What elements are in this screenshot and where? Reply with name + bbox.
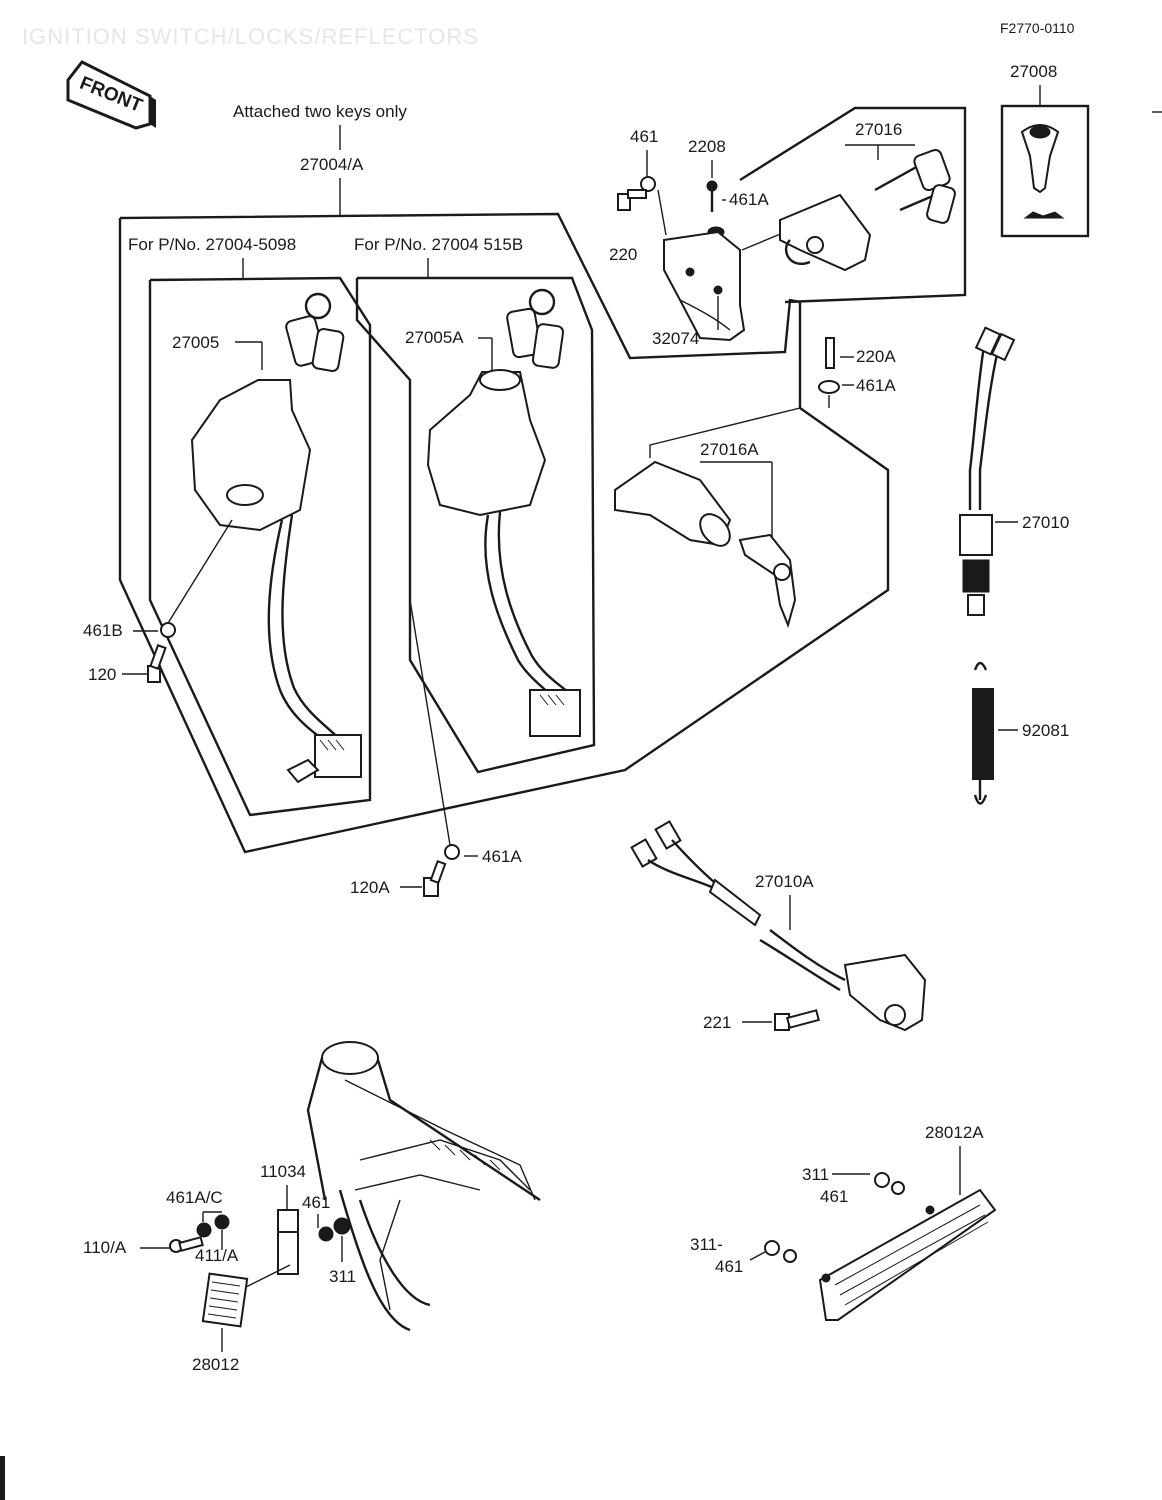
- diagram-code: F2770-0110: [1000, 20, 1075, 36]
- label-311-left: 311: [329, 1267, 356, 1286]
- label-311-r2: 311-: [690, 1235, 723, 1254]
- washer-icon: [214, 1214, 230, 1230]
- bolt-icon: [423, 859, 447, 897]
- spring-icon: [972, 661, 994, 805]
- washer-icon: [783, 1249, 797, 1263]
- reflector-icon: [201, 1272, 249, 1328]
- washer-icon: [318, 1226, 334, 1242]
- label-120A: 120A: [350, 878, 390, 897]
- label-32074: 32074: [652, 329, 699, 348]
- ignition-switch-27016A: [614, 460, 797, 629]
- note-for-515b: For P/No. 27004 515B: [354, 235, 523, 254]
- label-220: 220: [609, 245, 637, 264]
- label-461A-bottom: 461A: [482, 847, 522, 866]
- label-2208: 2208: [688, 137, 726, 156]
- label-120: 120: [88, 665, 116, 684]
- front-arrow-icon: FRONT: [66, 60, 156, 130]
- label-92081: 92081: [1022, 721, 1069, 740]
- note-attached-keys: Attached two keys only: [233, 102, 407, 121]
- label-27005: 27005: [172, 333, 219, 352]
- label-411A: 411/A: [195, 1246, 239, 1265]
- label-311-r1: 311: [802, 1165, 829, 1184]
- bolt-icon: [774, 1009, 821, 1031]
- label-27005A: 27005A: [405, 328, 464, 347]
- washer-icon: [160, 622, 176, 638]
- key-icon: [285, 292, 345, 373]
- switch-27010: [959, 326, 1016, 616]
- washer-icon: [874, 1172, 890, 1188]
- washer-icon: [818, 380, 840, 394]
- label-27010: 27010: [1022, 513, 1069, 532]
- label-461A-mid: 461A: [856, 376, 896, 395]
- label-27016: 27016: [855, 120, 902, 139]
- ignition-switch-27005: [190, 292, 362, 784]
- bolt-icon: [147, 644, 167, 683]
- ignition-switch-32074: [663, 230, 746, 342]
- label-27004A: 27004/A: [300, 155, 364, 174]
- key-box-27008: [1000, 104, 1090, 238]
- washer-icon: [891, 1181, 905, 1195]
- label-27008: 27008: [1010, 62, 1057, 81]
- label-461B: 461B: [83, 621, 123, 640]
- bolt-icon: [825, 337, 835, 369]
- frame-illustration: [306, 1041, 541, 1332]
- label-11034: 11034: [260, 1162, 306, 1181]
- label-220A: 220A: [856, 347, 896, 366]
- bolt-icon: [169, 1236, 204, 1253]
- washer-icon: [640, 176, 656, 192]
- label-461A-C: 461A/C: [166, 1188, 223, 1207]
- label-27016A: 27016A: [700, 440, 759, 459]
- reflector-icon: [818, 1188, 997, 1321]
- diagram-title: IGNITION SWITCH/LOCKS/REFLECTORS: [22, 24, 479, 49]
- washer-icon: [196, 1222, 212, 1238]
- label-461-r2: 461: [715, 1257, 743, 1276]
- ignition-switch-27016: [779, 193, 872, 272]
- ignition-switch-27005A: [426, 288, 581, 737]
- bolt-icon: [706, 180, 718, 212]
- switch-27010A: [630, 820, 927, 1032]
- label-461-r1: 461: [820, 1187, 848, 1206]
- washer-icon: [333, 1217, 351, 1235]
- note-for-5098: For P/No. 27004-5098: [128, 235, 296, 254]
- key-icon: [1020, 124, 1065, 219]
- washer-icon: [444, 844, 460, 860]
- label-110A: 110/A: [83, 1238, 127, 1257]
- label-461-top: 461: [630, 127, 658, 146]
- key-icon: [506, 288, 565, 369]
- label-461-reflector: 461: [302, 1193, 330, 1212]
- bracket-11034: [277, 1209, 299, 1275]
- bolt-icon: [617, 189, 647, 211]
- label-28012A: 28012A: [925, 1123, 984, 1142]
- washer-icon: [764, 1240, 780, 1256]
- key-icon: [874, 148, 956, 224]
- label-221: 221: [703, 1013, 731, 1032]
- label-27010A: 27010A: [755, 872, 814, 891]
- label-28012: 28012: [192, 1355, 239, 1374]
- label-461A-top: 461A: [729, 190, 769, 209]
